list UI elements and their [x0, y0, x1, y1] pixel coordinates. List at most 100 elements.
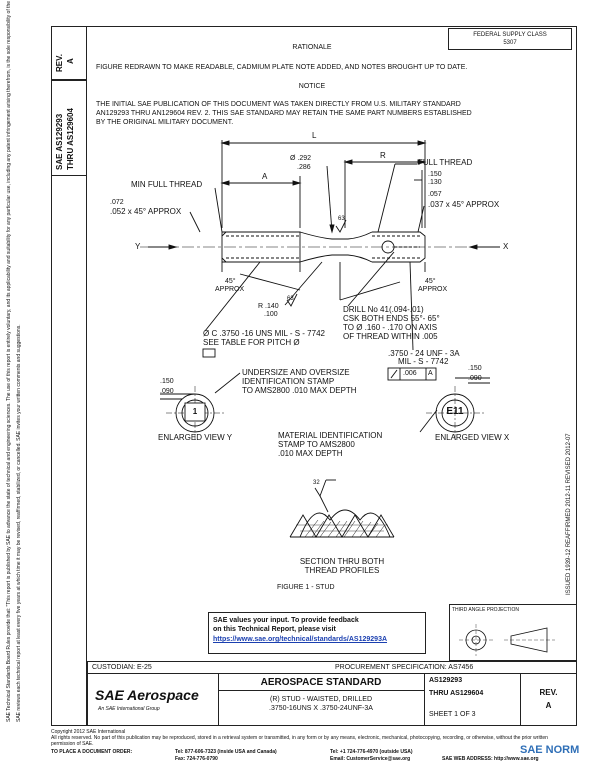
order-fax: Fax: 724-776-0790 — [175, 756, 218, 762]
federal-supply-class-box — [448, 28, 572, 50]
standard-title: AEROSPACE STANDARD — [260, 677, 382, 688]
sae-logo-subtitle: An SAE International Group — [98, 706, 160, 712]
rev-value-top: A — [66, 58, 75, 64]
thread-right-spec: .3750 - 24 UNF - 3A — [388, 349, 460, 358]
procurement-spec: PROCUREMENT SPECIFICATION: AS7456 — [335, 664, 474, 671]
dia-286: .286 — [297, 164, 311, 171]
thread-right-mil: MIL - S - 7742 — [398, 357, 449, 366]
full-thread-label: FULL THREAD — [418, 158, 473, 167]
order-tel: Tel: 877-606-7323 (inside USA and Canada… — [175, 749, 277, 755]
description-1: (R) STUD - WAISTED, DRILLED — [269, 696, 373, 703]
notice-title: NOTICE — [298, 83, 326, 90]
drill-note-4: OF THREAD WITHIN .005 — [343, 332, 438, 341]
view-x-label: ENLARGED VIEW X — [435, 433, 510, 442]
doc-number-vertical-1: SAE AS129293 — [55, 113, 64, 170]
doc-number-vertical-2: THRU AS129604 — [66, 108, 75, 170]
view-x-dim-090: .090 — [468, 375, 482, 382]
axis-y-label: Y — [135, 242, 141, 251]
projection-title: THIRD ANGLE PROJECTION — [452, 607, 519, 613]
title-block-sep-2 — [424, 673, 425, 726]
rev-box-top — [51, 26, 87, 80]
dim-057: .057 — [428, 191, 442, 198]
surface-finish-63-top: 63 — [338, 216, 345, 222]
material-id-3: .010 MAX DEPTH — [278, 449, 343, 458]
rev-label-bottom: REV. — [539, 688, 558, 697]
stamp-note-1: UNDERSIZE AND OVERSIZE — [242, 368, 350, 377]
thread-left-pitch: SEE TABLE FOR PITCH Ø — [203, 338, 300, 347]
order-tel-intl: Tel: +1 724-776-4970 (outside USA) — [330, 749, 413, 755]
figure-caption: FIGURE 1 - STUD — [277, 584, 335, 591]
notice-text-3: BY THE ORIGINAL MILITARY DOCUMENT. — [96, 119, 234, 126]
title-block-sep-1 — [218, 673, 219, 726]
view-y-dim-150: .150 — [160, 378, 174, 385]
material-id-2: STAMP TO AMS2800 — [278, 440, 355, 449]
view-y-dim-090: .090 — [160, 388, 174, 395]
rev-label-top: REV. — [55, 54, 64, 72]
sheet-number: SHEET 1 OF 3 — [429, 711, 476, 718]
material-id-1: MATERIAL IDENTIFICATION — [278, 431, 383, 440]
angle-left-deg: 45° — [225, 278, 236, 285]
dia-292: Ø .292 — [290, 155, 312, 162]
legal-notice-1: SAE Technical Standards Board Rules prov… — [6, 0, 12, 722]
dim-130: .130 — [428, 179, 442, 186]
view-y-label: ENLARGED VIEW Y — [158, 433, 233, 442]
rationale-text: FIGURE REDRAWN TO MAKE READABLE, CADMIUM… — [96, 64, 468, 71]
title-block-sep-3 — [520, 673, 521, 726]
federal-supply-class-value: 5307 — [503, 40, 517, 46]
feedback-line-2: on this Technical Report, please visit — [213, 626, 336, 633]
angle-left-approx: APPROX — [215, 286, 245, 293]
title-block — [87, 661, 577, 726]
legal-notice-2: SAE reviews each technical report at lea… — [16, 324, 22, 722]
axis-x-label: X — [503, 242, 509, 251]
drill-note-2: CSK BOTH ENDS 55°- 65° — [343, 314, 440, 323]
custodian: CUSTODIAN: E-25 — [92, 664, 152, 671]
sae-web-address-link[interactable]: SAE WEB ADDRESS: http://www.sae.org — [442, 756, 539, 762]
dim-A: A — [262, 172, 268, 181]
rev-value-bottom: A — [545, 701, 552, 710]
feedback-url-link[interactable]: https://www.sae.org/technical/standards/… — [213, 636, 388, 643]
copyright: Copyright 2012 SAE International — [51, 729, 126, 735]
order-label: TO PLACE A DOCUMENT ORDER: — [51, 749, 133, 755]
radius-100: .100 — [264, 311, 278, 318]
projection-box — [449, 604, 577, 661]
dim-R: R — [380, 151, 386, 160]
view-y-stamp-char: 1 — [192, 407, 198, 416]
feedback-box — [208, 612, 426, 654]
dim-L: L — [312, 131, 317, 140]
sae-norm-watermark: SAE NORM — [520, 744, 580, 756]
thread-left-spec: Ø C .3750 -16 UNS MIL - S - 7742 — [203, 329, 325, 338]
description-2: .3750-16UNS X .3750-24UNF-3A — [269, 705, 373, 712]
stamp-note-2: IDENTIFICATION STAMP — [242, 377, 335, 386]
angle-right-deg: 45° — [425, 278, 436, 285]
doc-number-box — [51, 80, 87, 176]
dim-072: .072 — [110, 199, 124, 206]
min-full-thread-label: MIN FULL THREAD — [131, 180, 203, 189]
drill-note-1: DRILL No 41(.094-.01) — [343, 305, 424, 314]
dim-150: .150 — [428, 171, 442, 178]
fcf-datum: A — [428, 370, 433, 377]
doc-number: AS129293 — [429, 677, 463, 684]
notice-text-1: THE INITIAL SAE PUBLICATION OF THIS DOCU… — [96, 101, 461, 108]
section-surface-finish: 32 — [313, 480, 320, 486]
title-block-divider — [87, 673, 577, 674]
rationale-title: RATIONALE — [292, 44, 332, 51]
chamfer-right: .037 x 45° APPROX — [428, 200, 500, 209]
federal-supply-class-label: FEDERAL SUPPLY CLASS — [473, 32, 547, 38]
view-x-dim-150: .150 — [468, 365, 482, 372]
stamp-note-3: TO AMS2800 .010 MAX DEPTH — [242, 386, 357, 395]
feedback-line-1: SAE values your input. To provide feedba… — [213, 617, 359, 624]
section-label-1: SECTION THRU BOTH — [299, 557, 385, 566]
section-label-2: THREAD PROFILES — [304, 566, 380, 575]
third-angle-projection-symbol — [459, 624, 555, 656]
rights-notice: All rights reserved. No part of this pub… — [51, 735, 548, 747]
title-block-sep-4 — [218, 690, 424, 691]
notice-text-2: AN129293 THRU AN129604 REV. 2. THIS SAE … — [96, 110, 472, 117]
stud-drawing — [140, 140, 500, 538]
doc-number-thru: THRU AS129604 — [429, 690, 484, 697]
revision-column — [51, 26, 87, 726]
radius-140: R .140 — [258, 303, 279, 310]
view-x-stamp-char: E11 — [446, 406, 464, 417]
drill-note-3: TO Ø .160 - .170 ON AXIS — [343, 323, 438, 332]
angle-right-approx: APPROX — [418, 286, 448, 293]
fcf-tolerance: .006 — [403, 370, 417, 377]
